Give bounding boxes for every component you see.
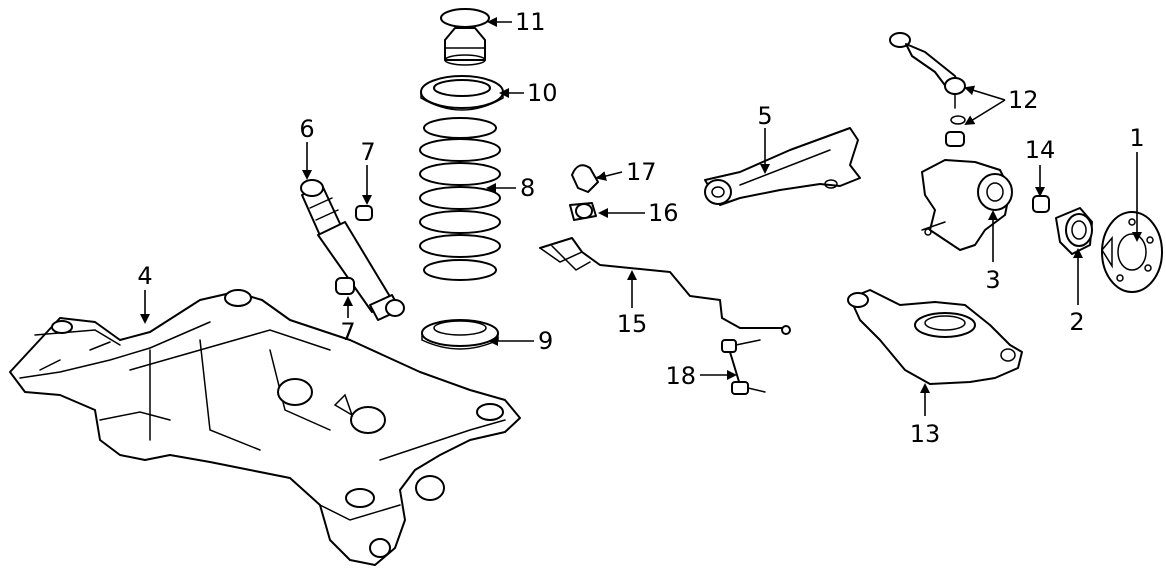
- callout-label-7-lower: 7: [340, 318, 355, 346]
- trailing-arm-part-5: [704, 127, 861, 206]
- callout-label-10: 10: [527, 79, 558, 107]
- callout-label-2: 2: [1069, 308, 1084, 336]
- knuckle-part-3: [921, 159, 1013, 251]
- callout-label-4: 4: [137, 262, 152, 290]
- nut-part-14: [1032, 195, 1050, 213]
- callout-label-11: 11: [515, 8, 546, 36]
- wheel-bearing-part-2: [1055, 207, 1093, 255]
- bushing-part-7: [335, 205, 373, 295]
- callout-label-15: 15: [617, 310, 648, 338]
- callout-leaders: [140, 17, 1142, 416]
- stabilizer-bar-part-15: [539, 237, 791, 335]
- spring-insulator-part-9: [421, 319, 499, 350]
- callout-label-1: 1: [1129, 124, 1144, 152]
- callout-label-8: 8: [520, 174, 535, 202]
- shock-absorber-part-6: [300, 179, 405, 321]
- coil-spring-part-8: [419, 117, 501, 281]
- callout-labels: 1 2 3 4 5 6 7 7 8 9 10 11 12 13 14 15 16…: [137, 8, 1144, 448]
- hub-part-1: [1101, 211, 1163, 293]
- callout-label-17: 17: [626, 158, 657, 186]
- callout-label-9: 9: [538, 327, 553, 355]
- callout-label-7-upper: 7: [360, 138, 375, 166]
- stabilizer-link-part-18: [721, 339, 766, 395]
- callout-label-12: 12: [1008, 86, 1039, 114]
- bump-stop-part-11: [440, 8, 490, 66]
- callout-label-5: 5: [757, 102, 772, 130]
- spring-seat-part-10: [420, 75, 504, 111]
- stabilizer-bushing-part-16: [569, 202, 597, 221]
- callout-label-16: 16: [648, 199, 679, 227]
- upper-link-part-12: [889, 32, 966, 147]
- callout-label-3: 3: [985, 266, 1000, 294]
- callout-label-18: 18: [665, 362, 696, 390]
- callout-label-14: 14: [1025, 136, 1056, 164]
- callout-label-13: 13: [910, 420, 941, 448]
- subframe-part-4: [9, 289, 521, 566]
- lower-arm-part-13: [847, 289, 1023, 385]
- clamp-part-17: [571, 164, 605, 193]
- callout-label-6: 6: [299, 115, 314, 143]
